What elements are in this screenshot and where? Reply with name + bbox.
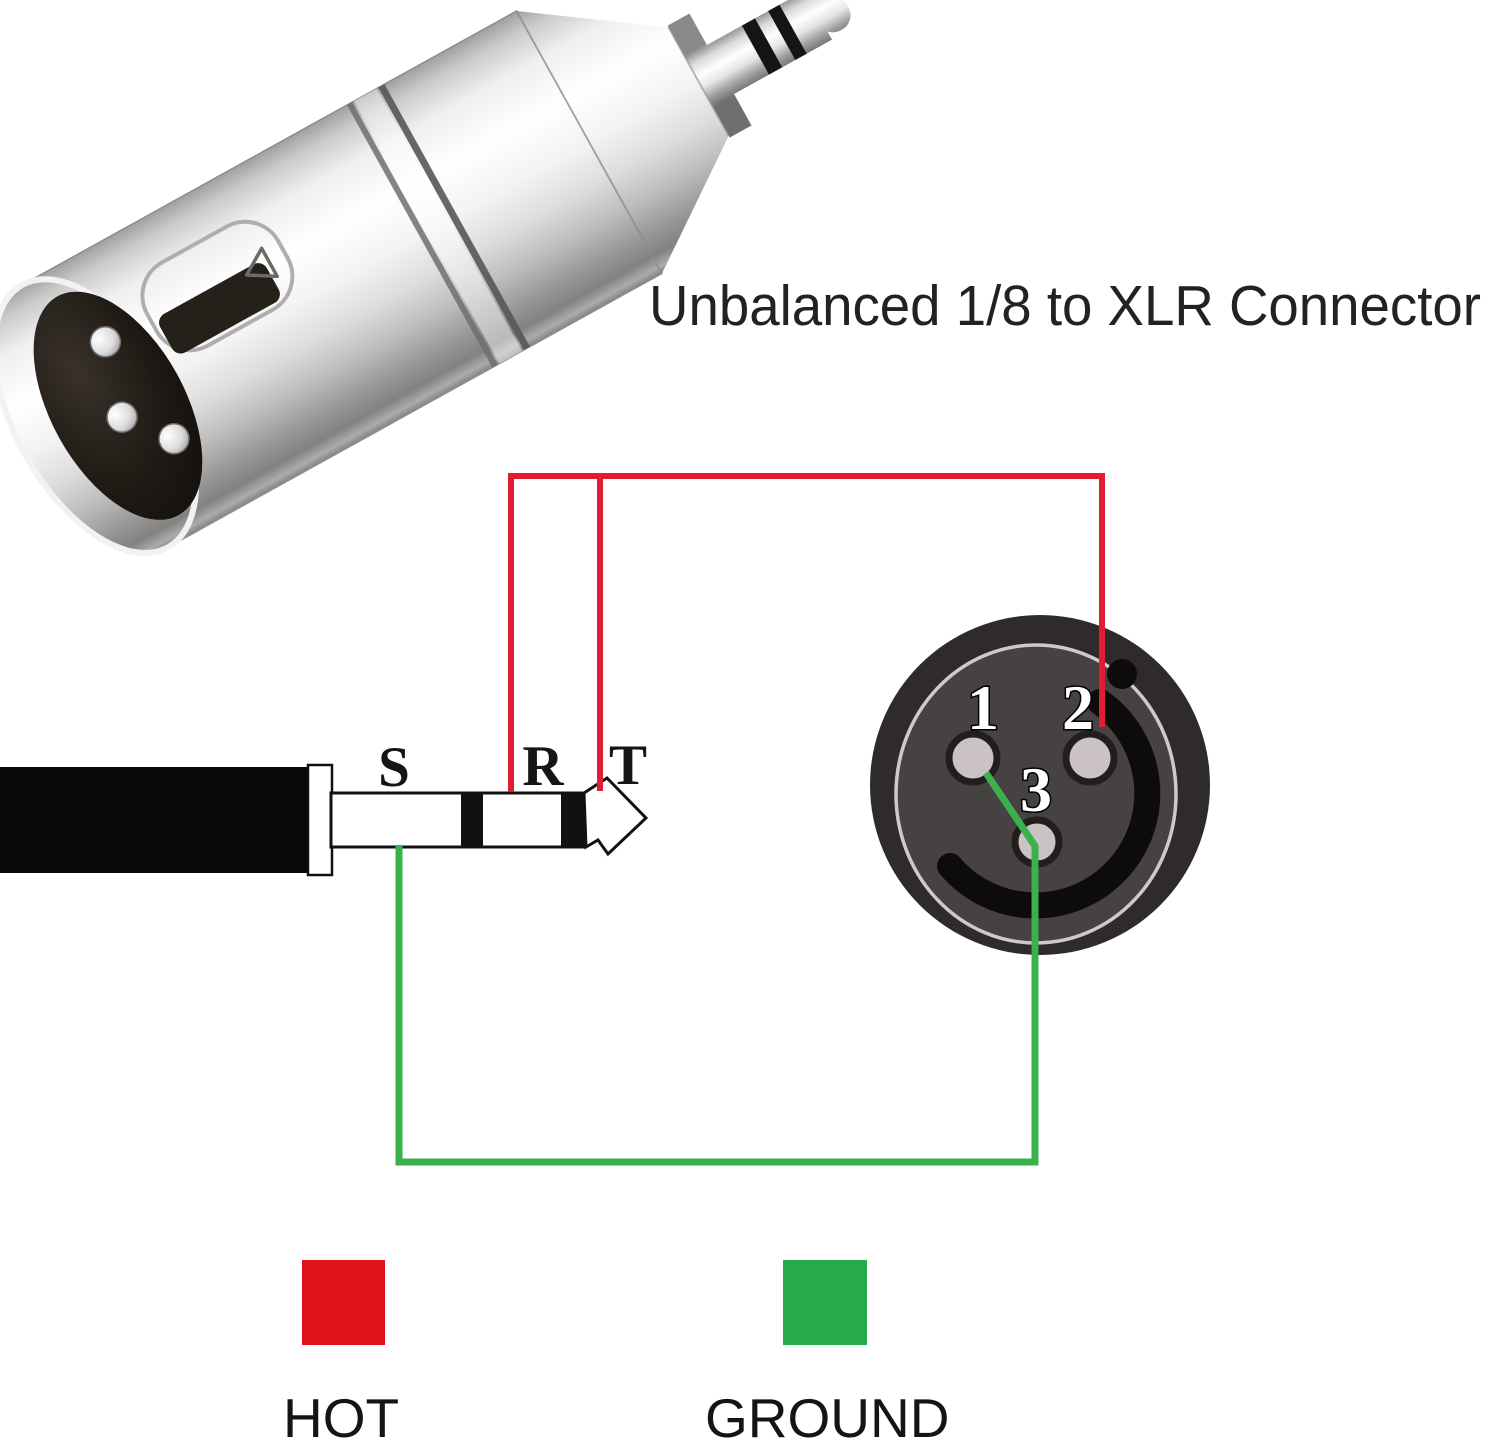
mini-plug-ring-band-1 (741, 18, 783, 75)
jack-body (0, 767, 310, 873)
adapter-cone (516, 11, 729, 274)
legend-hot-label: HOT (283, 1387, 399, 1440)
photo-pin-3 (158, 422, 190, 455)
barrel-groove-line-2 (378, 84, 530, 350)
barrel-groove-line-1 (346, 102, 498, 368)
pin-3-number: 3 (1020, 754, 1052, 825)
xlr-face-diagram (870, 615, 1210, 955)
barrel-groove-highlight (353, 88, 523, 364)
ring-label: R (522, 735, 564, 798)
legend-ground-label: GROUND (705, 1387, 949, 1440)
cone-seam (515, 10, 663, 274)
sleeve-label: S (378, 736, 410, 799)
latch-slot-opening (159, 263, 280, 354)
mini-plug-ring-band-2 (768, 4, 807, 61)
page-title: Unbalanced 1/8 to XLR Connector (649, 274, 1481, 338)
legend: HOT GROUND (283, 1260, 949, 1440)
tip-label: T (609, 734, 647, 797)
pin-1-number: 1 (967, 672, 999, 743)
jack-tip (582, 776, 649, 857)
jack-shaft (329, 791, 586, 849)
hot-wire (508, 473, 1105, 792)
xlr-pin-1 (945, 730, 1001, 786)
mini-plug-shaft (706, 0, 833, 94)
mini-plug-tip (809, 0, 851, 33)
ground-wire (395, 771, 1039, 1166)
xlr-keyway-groove (937, 689, 1161, 919)
jack-ring-separator-2 (561, 792, 584, 848)
xlr-pin-2 (1062, 730, 1118, 786)
neck-seam (667, 26, 730, 137)
xlr-locating-dot (1107, 659, 1137, 689)
jack-collar (306, 763, 334, 877)
trs-jack-diagram: S R T (0, 734, 649, 877)
photo-pin-1 (89, 326, 122, 358)
jack-ring-separator-1 (461, 792, 483, 848)
latch-arrow-icon (244, 246, 279, 279)
latch-slot-window (140, 219, 295, 353)
photo-pin-2 (106, 401, 138, 433)
adapter-neck (667, 13, 752, 138)
adapter-photo (0, 0, 851, 556)
pin-2-number: 2 (1062, 672, 1094, 743)
legend-ground-swatch (783, 1260, 867, 1345)
legend-hot-swatch (302, 1260, 385, 1345)
